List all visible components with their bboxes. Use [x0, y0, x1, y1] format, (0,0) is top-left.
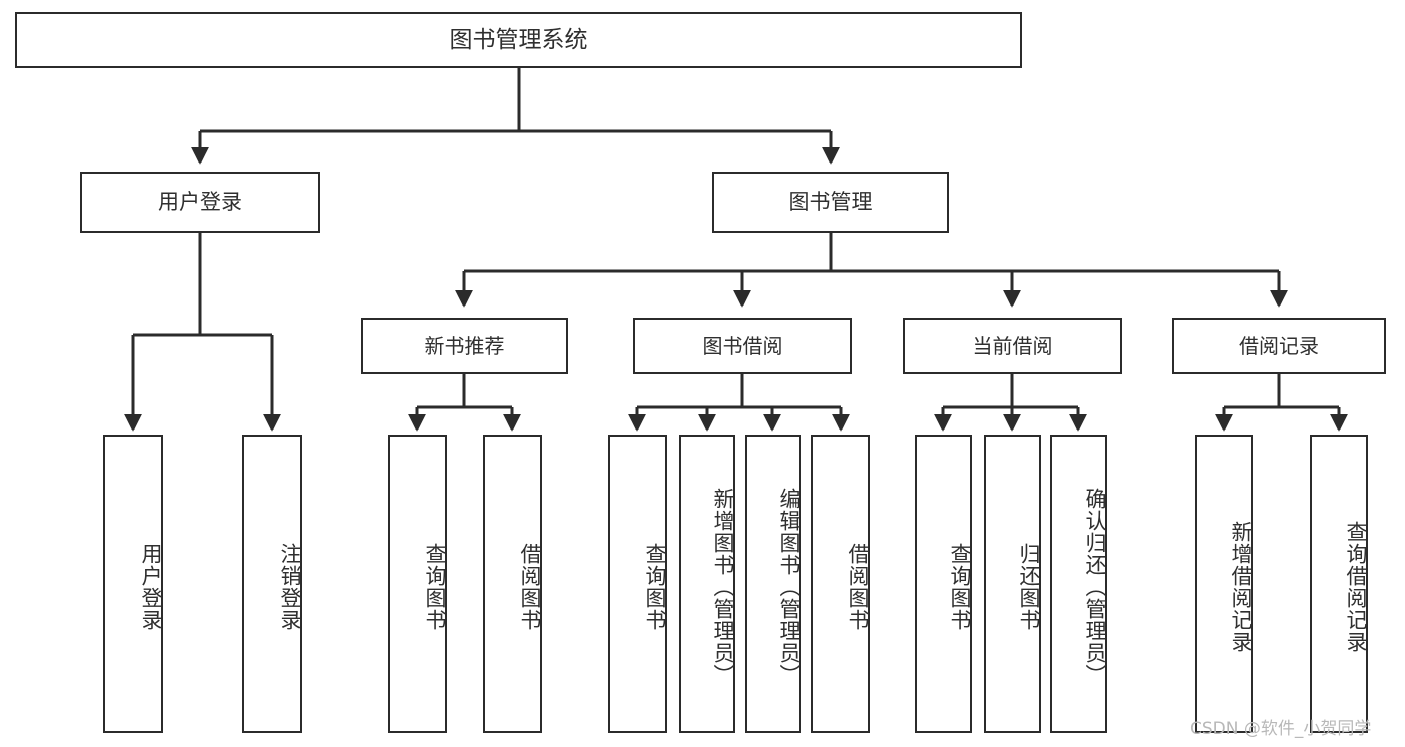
leaf-confirm-return[interactable]: 确认归还（管理员） — [1050, 435, 1107, 733]
leaf-query-book-2[interactable]: 查询图书 — [608, 435, 667, 733]
leaf-return-book[interactable]: 归还图书 — [984, 435, 1041, 733]
leaf-add-record[interactable]: 新增借阅记录 — [1195, 435, 1253, 733]
node-current-borrow[interactable]: 当前借阅 — [903, 318, 1122, 374]
leaf-user-login[interactable]: 用户登录 — [103, 435, 163, 733]
node-new-book-recommend-label: 新书推荐 — [424, 333, 505, 358]
node-borrow-record-label: 借阅记录 — [1239, 333, 1319, 358]
leaf-user-login-label: 用户登录 — [139, 543, 163, 631]
node-user-login[interactable]: 用户登录 — [80, 172, 320, 233]
leaf-borrow-book-2-label: 借阅图书 — [846, 543, 870, 631]
leaf-confirm-return-label: 确认归还（管理员） — [1083, 488, 1107, 686]
leaf-borrow-book-1-label: 借阅图书 — [518, 543, 542, 631]
leaf-add-book[interactable]: 新增图书（管理员） — [679, 435, 735, 733]
leaf-logout-login-label: 注销登录 — [278, 543, 302, 631]
leaf-edit-book-label: 编辑图书（管理员） — [777, 488, 801, 686]
node-user-login-label: 用户登录 — [158, 190, 242, 215]
leaf-query-book-3-label: 查询图书 — [948, 543, 972, 631]
node-book-borrow[interactable]: 图书借阅 — [633, 318, 852, 374]
leaf-query-record-label: 查询借阅记录 — [1344, 521, 1368, 653]
leaf-logout-login[interactable]: 注销登录 — [242, 435, 302, 733]
node-borrow-record[interactable]: 借阅记录 — [1172, 318, 1386, 374]
leaf-edit-book[interactable]: 编辑图书（管理员） — [745, 435, 801, 733]
node-book-manage[interactable]: 图书管理 — [712, 172, 949, 233]
leaf-borrow-book-1[interactable]: 借阅图书 — [483, 435, 542, 733]
leaf-query-book-3[interactable]: 查询图书 — [915, 435, 972, 733]
watermark: CSDN @软件_小贺同学 — [1190, 719, 1372, 739]
node-root-label: 图书管理系统 — [449, 26, 588, 53]
leaf-return-book-label: 归还图书 — [1017, 543, 1041, 631]
leaf-query-book-1-label: 查询图书 — [423, 543, 447, 631]
node-book-borrow-label: 图书借阅 — [702, 333, 783, 358]
node-current-borrow-label: 当前借阅 — [972, 333, 1053, 358]
leaf-query-record[interactable]: 查询借阅记录 — [1310, 435, 1368, 733]
leaf-add-book-label: 新增图书（管理员） — [711, 488, 735, 686]
leaf-query-book-2-label: 查询图书 — [643, 543, 667, 631]
leaf-add-record-label: 新增借阅记录 — [1229, 521, 1253, 653]
node-root[interactable]: 图书管理系统 — [15, 12, 1022, 68]
node-book-manage-label: 图书管理 — [788, 190, 873, 215]
node-new-book-recommend[interactable]: 新书推荐 — [361, 318, 568, 374]
leaf-query-book-1[interactable]: 查询图书 — [388, 435, 447, 733]
leaf-borrow-book-2[interactable]: 借阅图书 — [811, 435, 870, 733]
